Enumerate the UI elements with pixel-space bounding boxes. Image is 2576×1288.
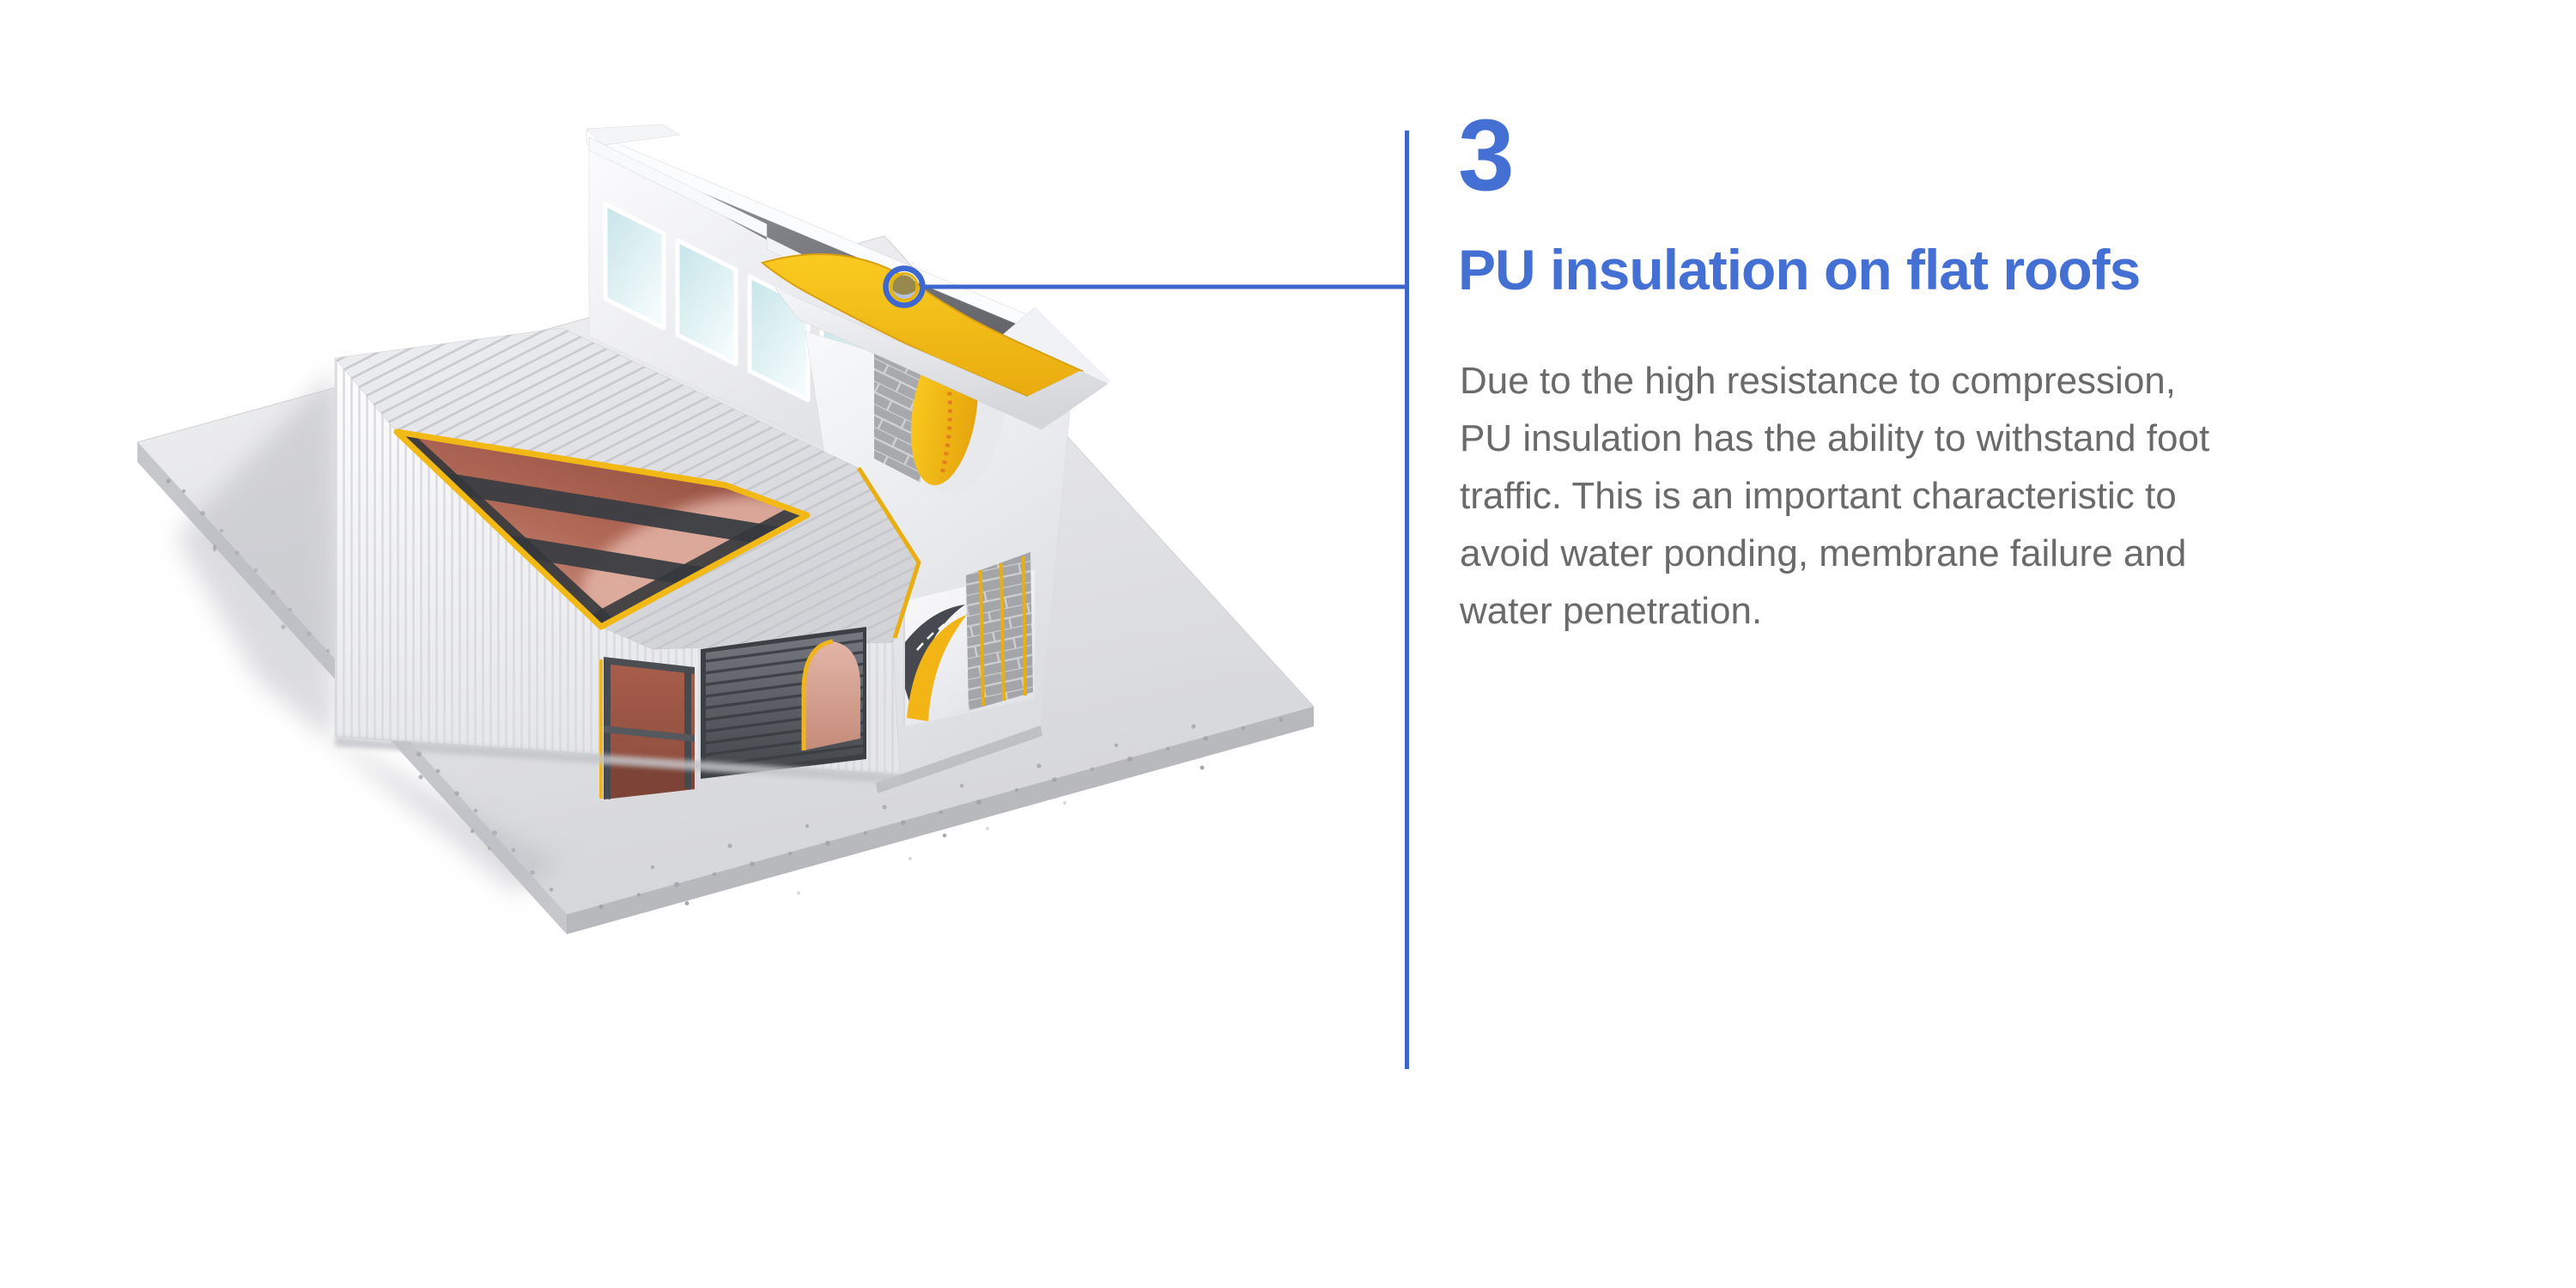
membrane-fastener-ticks [916,616,957,651]
marker-core [892,275,916,299]
roof-insulation-yellow [760,253,1084,398]
clerestory-building [586,124,1110,793]
building-shadow [176,369,562,893]
roof-hotspot-marker[interactable] [883,265,926,308]
marker-outer-ring [883,265,926,308]
brick-column [874,342,920,483]
deck-cut-edge [591,503,807,627]
callout-lines [924,131,1409,1069]
entry-door-floor-shade [604,759,695,799]
garage-arch-cutaway [804,641,860,750]
clerestory-window [603,202,666,331]
entry-door-post [684,670,691,789]
shed-base-shade [335,737,901,784]
callout-rule [1405,131,1409,1069]
marker-core-glint [893,290,915,300]
roof-cutaway-insulation-rim [393,428,811,630]
cutaway-insulation-swoosh [907,615,967,721]
clerestory-window [675,238,738,367]
brick-joint-insulation-strips [979,556,1027,707]
roof-edge-insulation-trim [856,466,921,639]
membrane-drape-dark [905,605,965,713]
tall-building-base-shade [876,726,1042,793]
inner-brick-panel [966,552,1033,711]
parapet-underside [775,288,1109,430]
garage-arch-insulation-trim [801,639,834,750]
entry-door-lintel [604,657,695,674]
insulation-fastener-dots [937,341,953,478]
shed-building [334,327,921,799]
wall-cutaway-bay [903,552,1035,726]
marker-inner-ring [890,272,919,301]
entry-door-cutaway [599,657,695,799]
entry-door-rail [604,726,695,742]
roof-beam [397,464,807,555]
parapet-top-cap [586,124,681,146]
garage-door [701,627,866,779]
slab-edge-right [567,707,1314,934]
roof-cutaway-deck [397,432,807,627]
